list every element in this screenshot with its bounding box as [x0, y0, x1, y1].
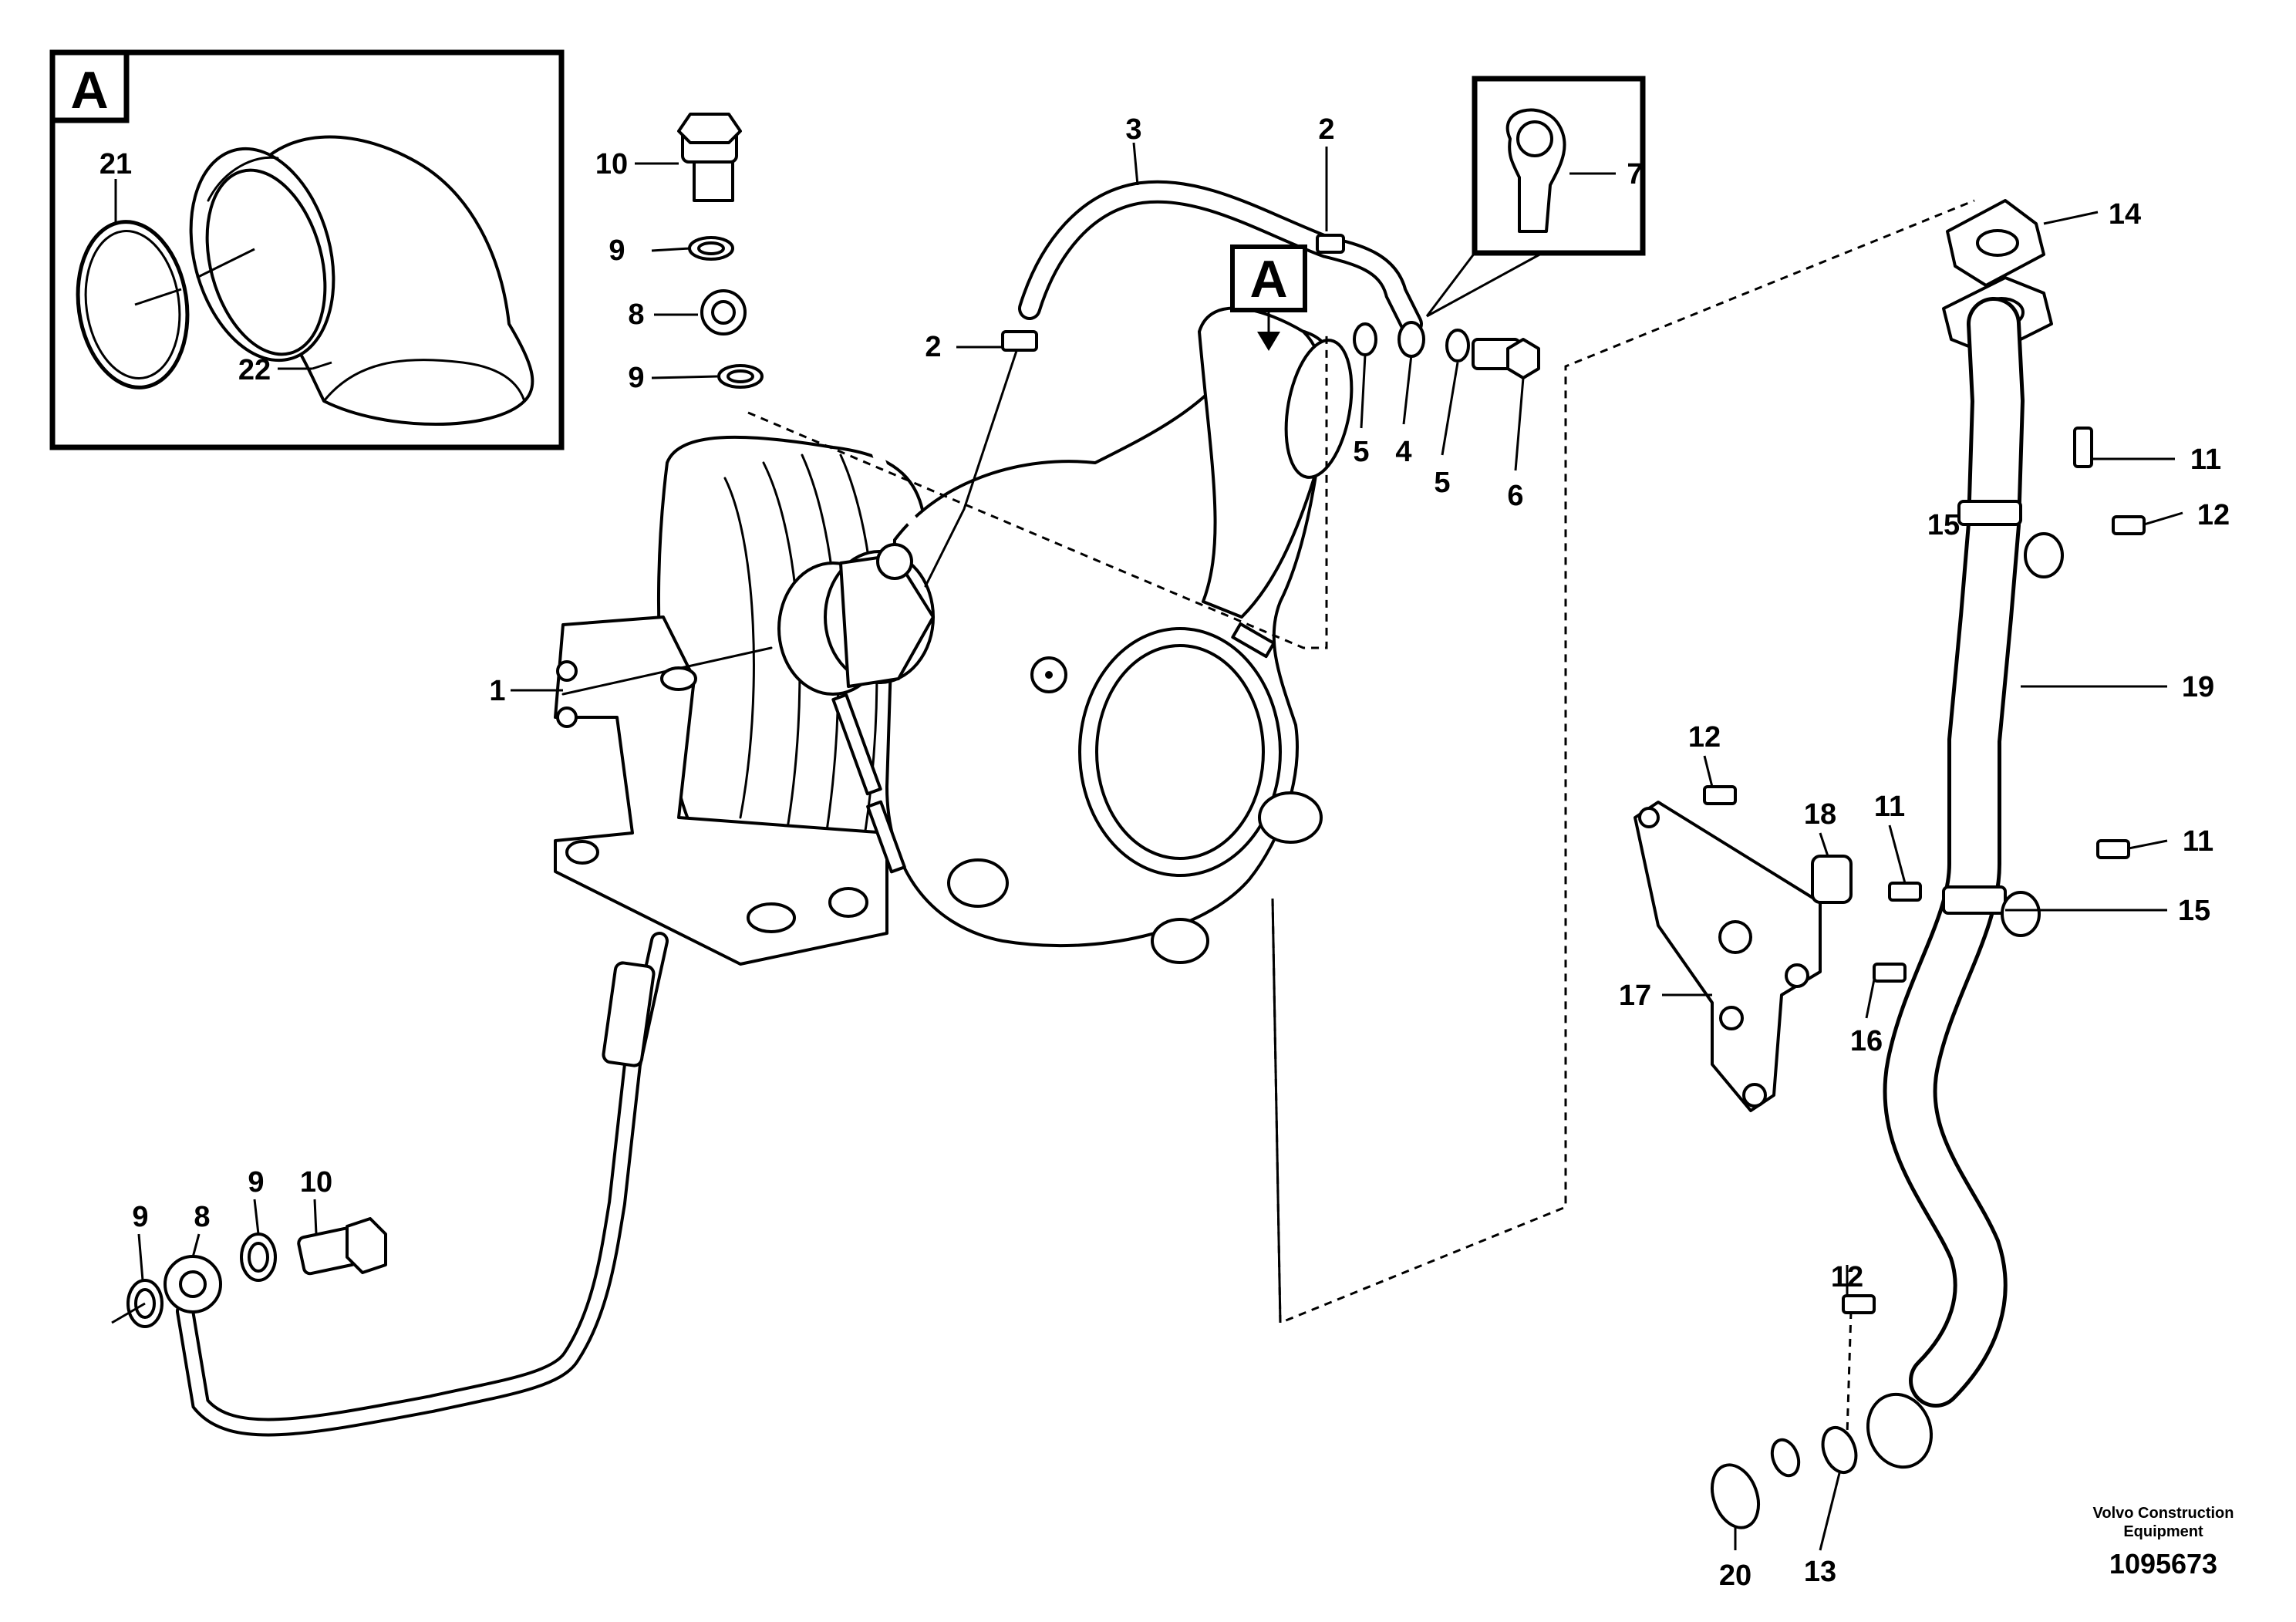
callout-11-middle: 11 — [1874, 791, 1905, 823]
oil-return-pipe-lower — [111, 932, 669, 1437]
elbow-pipe-22 — [189, 135, 534, 426]
view-marker-a: A — [1230, 244, 1307, 351]
callout-2-right: 2 — [1318, 113, 1334, 146]
callout-3: 3 — [1125, 113, 1141, 146]
callout-5-right: 5 — [1434, 467, 1450, 499]
turbocharger — [554, 306, 1354, 966]
callout-20: 20 — [1719, 1560, 1752, 1592]
callout-numbers: 1 2 2 3 4 5 5 6 7 8 8 9 9 9 9 10 10 11 1… — [132, 113, 2230, 1592]
callout-leaders — [137, 142, 2183, 1551]
callout-13: 13 — [1804, 1556, 1836, 1588]
vacuum-hose-3 — [924, 180, 1423, 588]
callout-5-left: 5 — [1353, 436, 1369, 468]
callout-1: 1 — [489, 675, 505, 707]
wastegate-actuator — [777, 543, 935, 696]
detail-box-letter: A — [70, 61, 108, 120]
callout-10-lower: 10 — [300, 1166, 332, 1199]
callout-11-right: 11 — [2183, 825, 2213, 858]
dashed-connection-lines — [747, 199, 1975, 1325]
callout-15-top: 15 — [1927, 509, 1960, 541]
oil-feed-pipe-upper — [677, 113, 939, 545]
callout-4: 4 — [1395, 436, 1411, 468]
callout-2-left: 2 — [925, 331, 941, 363]
callout-12-bottom: 12 — [1831, 1261, 1863, 1293]
callout-14: 14 — [2109, 198, 2141, 231]
callout-12-bracket: 12 — [1688, 721, 1721, 754]
company-name-line2: Equipment — [2123, 1523, 2203, 1540]
callout-9-upper-a: 9 — [609, 234, 625, 267]
callout-16: 16 — [1850, 1025, 1883, 1057]
callout-9-lower-a: 9 — [132, 1201, 148, 1233]
callout-15-bottom: 15 — [2178, 895, 2210, 927]
callout-9-upper-b: 9 — [628, 362, 644, 394]
detail-box-7 — [1425, 76, 1646, 318]
callout-11-top: 11 — [2190, 443, 2221, 476]
callout-19: 19 — [2182, 671, 2214, 703]
callout-8-lower: 8 — [194, 1201, 210, 1233]
oil-drain-assembly — [1633, 199, 2146, 1529]
callout-9-lower-b: 9 — [248, 1166, 264, 1199]
callout-10-upper: 10 — [595, 148, 628, 180]
drawing-footer: Volvo Construction Equipment 1095673 — [2093, 1505, 2234, 1580]
callout-22: 22 — [238, 354, 271, 386]
callout-17: 17 — [1619, 980, 1651, 1012]
callout-6: 6 — [1507, 480, 1523, 512]
banjo-fitting-group — [1353, 321, 1540, 379]
seal-ring-21 — [76, 220, 190, 389]
callout-8-upper: 8 — [628, 298, 644, 331]
view-marker-letter: A — [1249, 250, 1287, 309]
callout-21: 21 — [99, 148, 132, 180]
drawing-number: 1095673 — [2109, 1548, 2217, 1580]
callout-7: 7 — [1627, 158, 1643, 191]
callout-12-top: 12 — [2197, 499, 2230, 531]
company-name-line1: Volvo Construction — [2093, 1505, 2234, 1522]
callout-18: 18 — [1804, 798, 1836, 831]
detail-box-a: A 21 22 — [49, 49, 565, 450]
